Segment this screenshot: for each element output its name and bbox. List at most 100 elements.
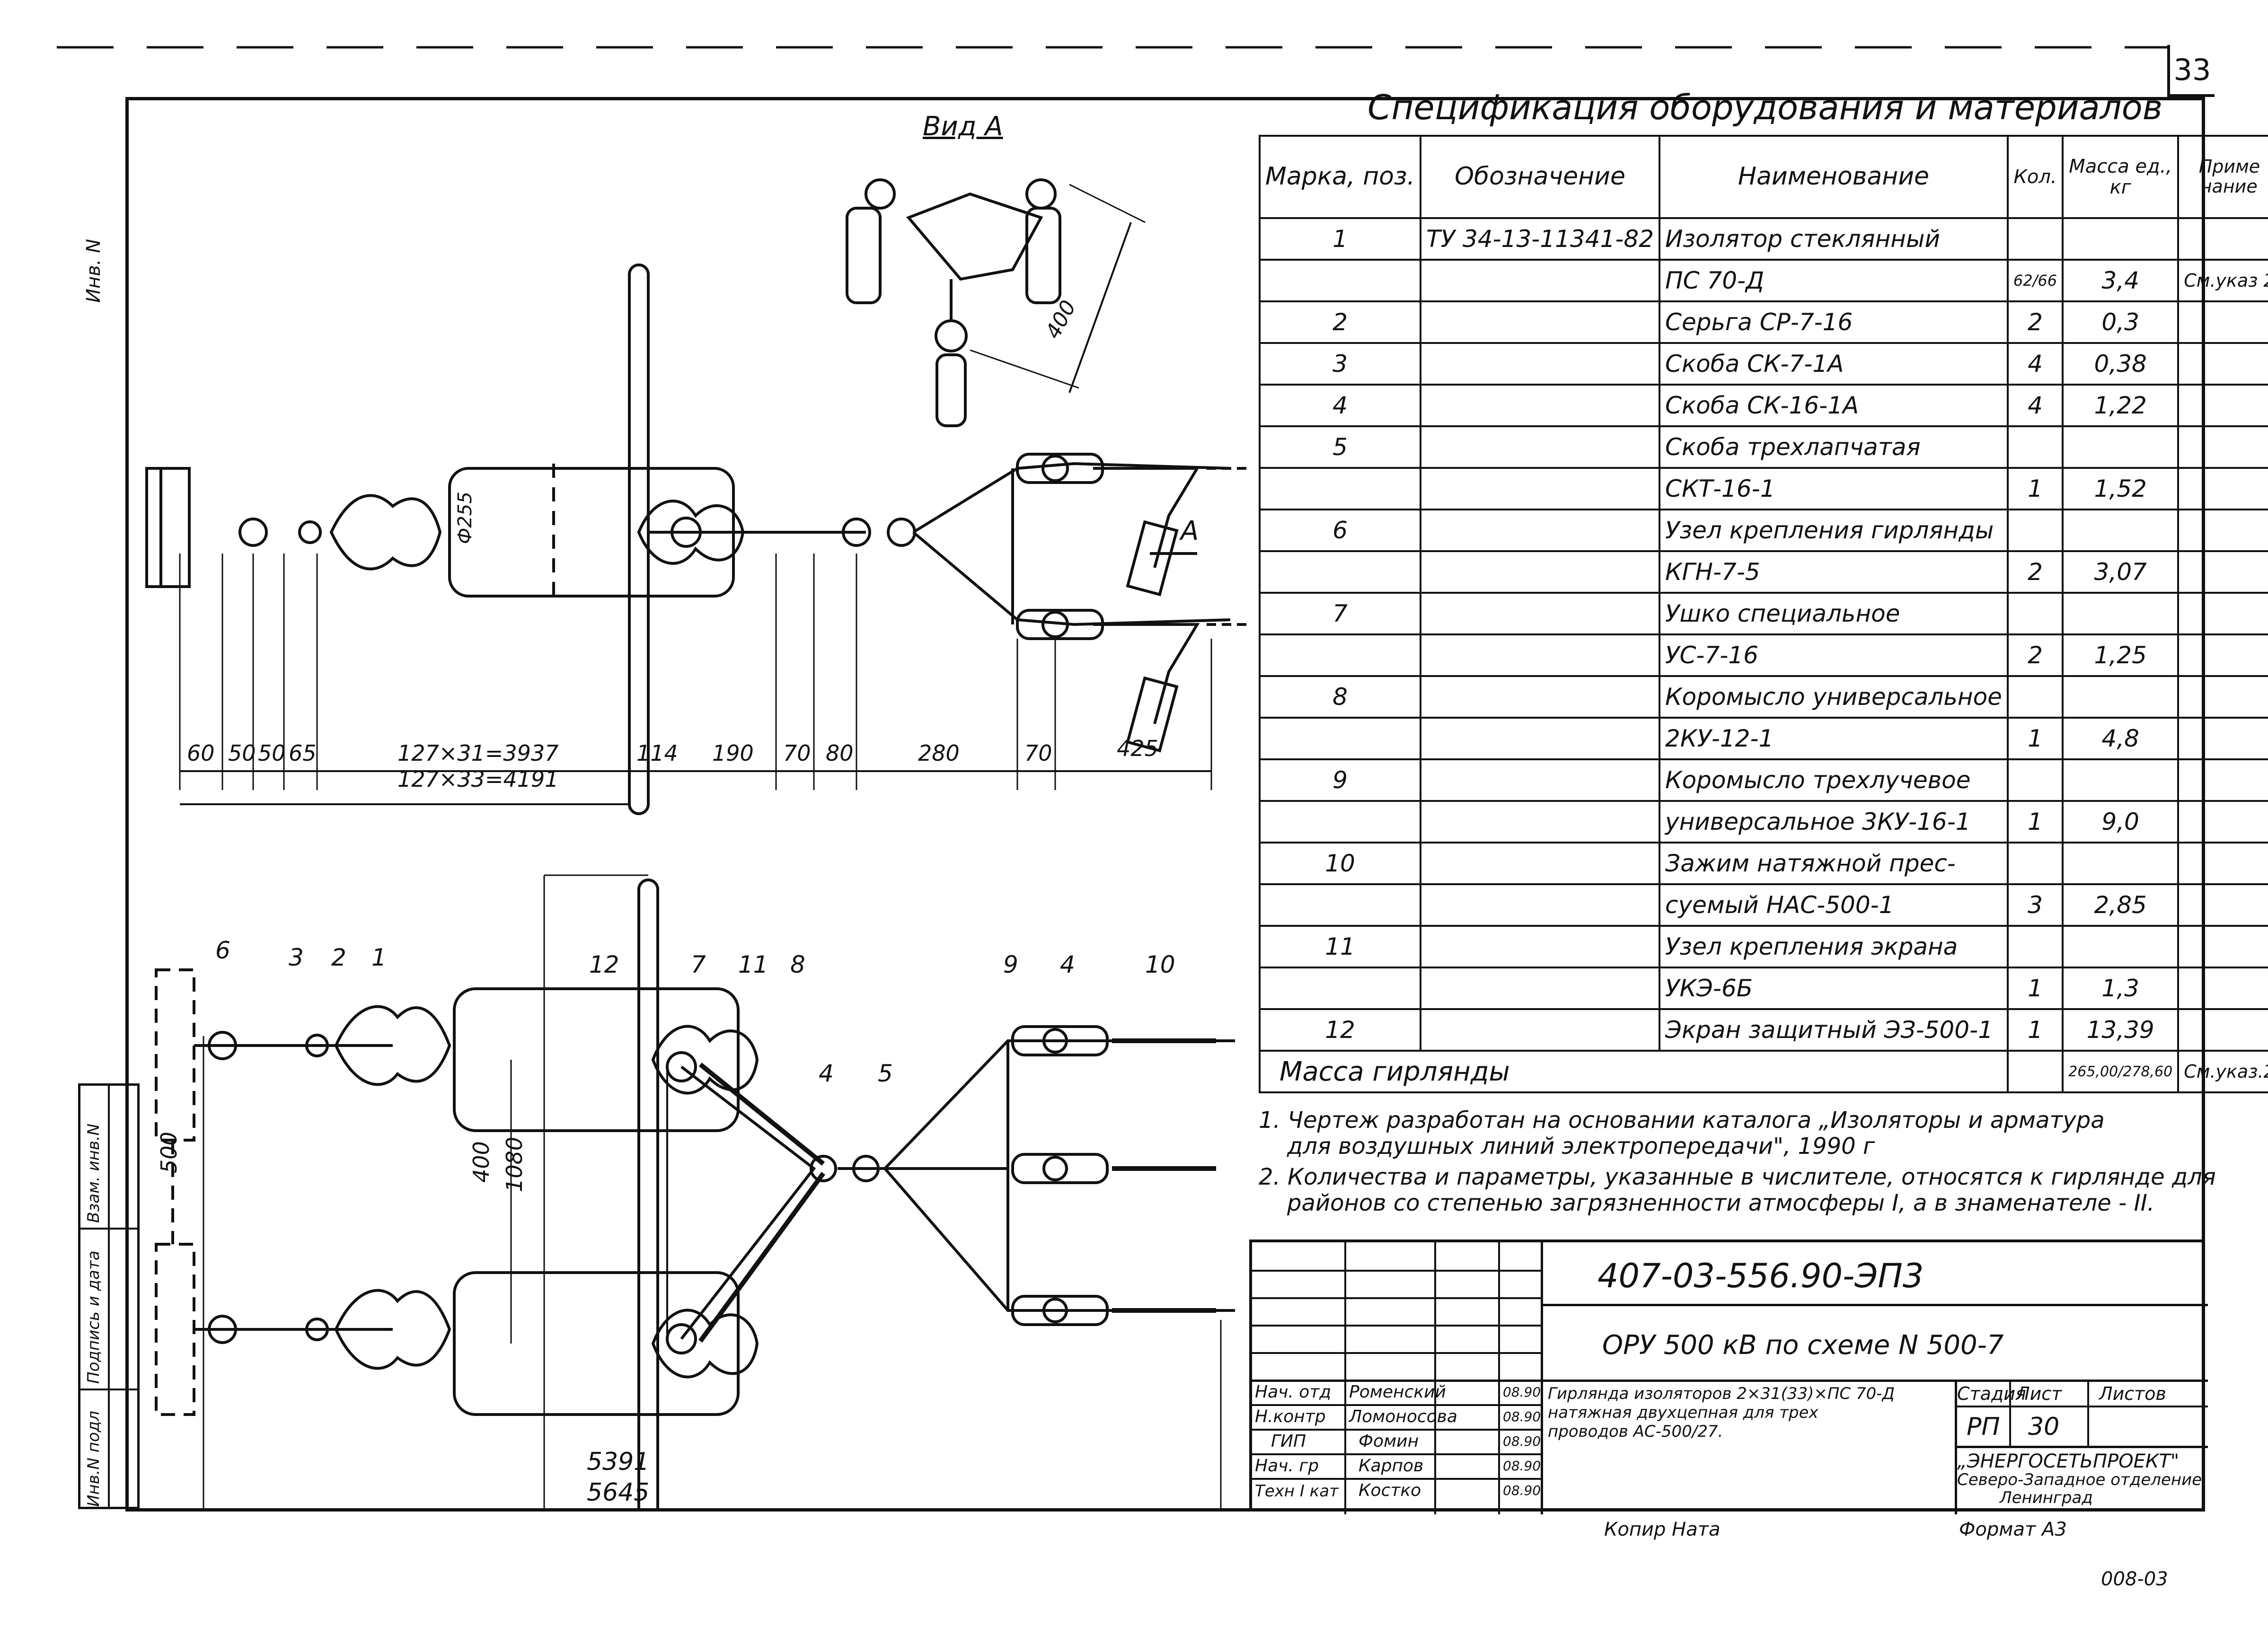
sheets-label: Листов (2099, 1383, 2166, 1404)
callout-3: 3 (289, 944, 304, 971)
row-mark (1258, 883, 1422, 927)
total-qty (2006, 1050, 2064, 1093)
row-note (2177, 717, 2268, 760)
insulator-cap-upper (329, 494, 442, 571)
stamp-replace-label: Взам. инв.N (84, 1123, 103, 1223)
dim-50a: 50 (228, 740, 256, 766)
dim-5391: 5391 (587, 1448, 650, 1476)
row-note: См.указ 2 (2177, 259, 2268, 302)
callout-2: 2 (331, 944, 346, 971)
row-qty (2006, 509, 2064, 552)
stage-label: Стадия (1957, 1383, 2026, 1404)
row-name: суемый НАС-500-1 (1659, 883, 2009, 927)
project-name: ОРУ 500 кВ по схеме N 500-7 (1602, 1330, 2004, 1361)
callout-11: 11 (738, 951, 768, 978)
row-designation (1420, 717, 1661, 760)
row-designation (1420, 633, 1661, 677)
row-qty (2006, 758, 2064, 802)
callout-1: 1 (371, 944, 387, 971)
row-mass: 4,8 (2062, 717, 2180, 760)
row-note (2177, 550, 2268, 594)
total-label: Масса гирлянды (1259, 1050, 2009, 1093)
signer-name: Роменский (1349, 1382, 1446, 1402)
row-note (2177, 675, 2268, 719)
row-mass: 0,3 (2062, 300, 2180, 344)
signer-role: Нач. отд (1255, 1382, 1332, 1402)
row-designation (1420, 967, 1661, 1010)
assembly-drawing (145, 178, 1249, 1509)
row-mass: 1,52 (2062, 467, 2180, 510)
mount-bracket-upper (145, 467, 191, 588)
row-name: Скоба СК-16-1А (1659, 384, 2009, 427)
signer-name: Ломоносова (1349, 1407, 1457, 1426)
row-designation (1420, 883, 1661, 927)
row-mass (2062, 509, 2180, 552)
row-mass: 3,07 (2062, 550, 2180, 594)
row-name: СКТ-16-1 (1659, 467, 2009, 510)
shield-bar-upper (628, 264, 650, 815)
dim-400: 400 (468, 1141, 494, 1183)
spec-header-row: Марка, поз. Обозначение Наименование Кол… (1258, 135, 2268, 219)
signer-date: 08.90 (1503, 1483, 1541, 1498)
page-number: 33 (2167, 45, 2215, 97)
row-designation (1420, 800, 1661, 844)
header-name: Наименование (1659, 135, 2009, 219)
row-mass: 3,4 (2062, 259, 2180, 302)
row-name: Зажим натяжной прес- (1659, 842, 2009, 885)
row-name: Экран защитный ЭЗ-500-1 (1659, 1008, 2009, 1052)
row-qty: 1 (2006, 967, 2064, 1010)
signer-role: Нач. гр (1255, 1456, 1319, 1476)
spec-table: Марка, поз. Обозначение Наименование Кол… (1258, 135, 2268, 1093)
dim-80: 80 (826, 740, 854, 766)
row-note (2177, 217, 2268, 261)
row-name: Скоба СК-7-1А (1659, 342, 2009, 386)
dim-1080: 1080 (502, 1136, 527, 1192)
row-mark (1258, 467, 1422, 510)
row-qty: 4 (2006, 384, 2064, 427)
row-mark: 9 (1258, 758, 1422, 802)
callout-8: 8 (790, 951, 805, 978)
row-name: Узел крепления экрана (1659, 925, 2009, 968)
diameter-label: Ф255 (454, 492, 476, 544)
format-label: Формат А3 (1959, 1519, 2067, 1540)
row-name: Коромысло трехлучевое (1659, 758, 2009, 802)
row-mark (1258, 717, 1422, 760)
row-qty: 2 (2006, 633, 2064, 677)
row-qty: 1 (2006, 467, 2064, 510)
note-1-line-1: 1. Чертеж разработан на основании катало… (1259, 1107, 2105, 1134)
row-qty: 3 (2006, 883, 2064, 927)
mount-bracket-lower-1 (155, 968, 195, 1142)
sheet-value: 30 (2028, 1413, 2060, 1441)
row-note (2177, 925, 2268, 968)
row-qty: 1 (2006, 1008, 2064, 1052)
header-mark: Марка, поз. (1258, 135, 1422, 219)
signer-name: Карпов (1359, 1456, 1424, 1476)
dim-190: 190 (712, 740, 754, 766)
link-ring (238, 518, 268, 547)
row-designation (1420, 550, 1661, 594)
row-name: УКЭ-6Б (1659, 967, 2009, 1010)
row-designation (1420, 342, 1661, 386)
row-note (2177, 967, 2268, 1010)
shield-bar-lower (637, 879, 659, 1509)
dim-3937: 127×31=3937 (397, 740, 559, 766)
row-mass (2062, 675, 2180, 719)
row-mark: 6 (1258, 509, 1422, 552)
row-qty (2006, 217, 2064, 261)
callout-4a: 4 (819, 1060, 834, 1087)
total-note: См.указ.2 (2177, 1050, 2268, 1093)
org-line-2: Северо-Западное отделение (1957, 1470, 2202, 1489)
row-designation (1420, 1008, 1661, 1052)
table-row: 9 Коромысло трехлучевое (1258, 758, 2268, 802)
org-line-3: Ленинград (2000, 1488, 2093, 1507)
